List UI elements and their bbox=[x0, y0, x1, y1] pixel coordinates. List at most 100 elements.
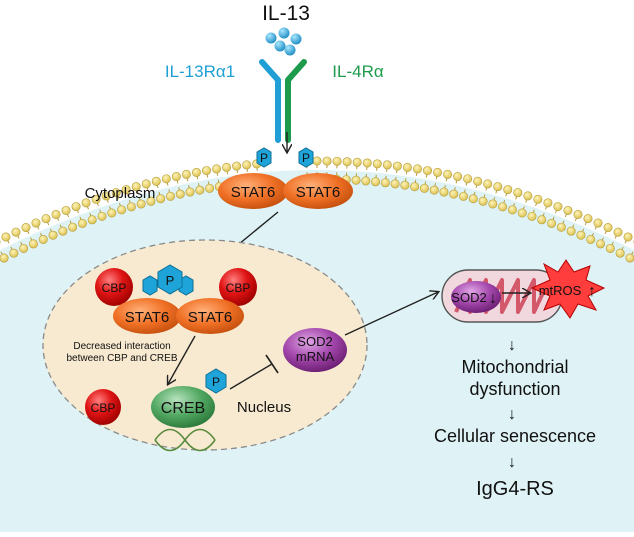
lipid-head bbox=[166, 192, 174, 200]
lipid-head bbox=[401, 181, 409, 189]
lipid-head bbox=[42, 214, 50, 222]
lipid-head bbox=[557, 223, 565, 231]
lipid-head bbox=[538, 216, 546, 224]
lipid-head bbox=[393, 162, 401, 170]
lipid-head bbox=[62, 206, 70, 214]
phospho-label: P bbox=[302, 151, 310, 165]
phospho-label: P bbox=[166, 273, 175, 288]
il13-ligand-particles bbox=[266, 28, 302, 56]
lipid-head bbox=[222, 163, 230, 171]
lipid-head bbox=[0, 254, 8, 262]
lipid-head bbox=[587, 235, 595, 243]
lipid-head bbox=[49, 231, 57, 239]
lipid-head bbox=[518, 209, 526, 217]
lipid-head bbox=[172, 172, 180, 180]
il13ra1-receptor bbox=[262, 62, 278, 140]
lipid-head bbox=[117, 206, 125, 214]
lipid-head bbox=[162, 175, 170, 183]
lipid-head bbox=[29, 240, 37, 248]
lipid-head bbox=[383, 161, 391, 169]
sod2-down-arrow: ↓ bbox=[489, 290, 497, 307]
lipid-head bbox=[362, 177, 370, 185]
lipid-head bbox=[176, 190, 184, 198]
lipid-head bbox=[212, 165, 220, 173]
lipid-head bbox=[564, 206, 572, 214]
lipid-head bbox=[624, 233, 632, 241]
lipid-head bbox=[606, 244, 614, 252]
lipid-head bbox=[108, 209, 116, 217]
sod2-mrna-label-line1: SOD2 bbox=[297, 334, 332, 349]
lipid-head bbox=[68, 223, 76, 231]
lipid-head bbox=[604, 223, 612, 231]
outcome-igg4-rs: IgG4-RS bbox=[476, 478, 554, 500]
lipid-head bbox=[440, 188, 448, 196]
cbp-label: CBP bbox=[91, 401, 116, 415]
stat6-label: STAT6 bbox=[296, 184, 340, 201]
stat6-label: STAT6 bbox=[188, 309, 232, 326]
lipid-head bbox=[489, 200, 497, 208]
lipid-head bbox=[474, 177, 482, 185]
lipid-head bbox=[494, 182, 502, 190]
lipid-head bbox=[567, 227, 575, 235]
lipid-head bbox=[353, 158, 361, 166]
lipid-head bbox=[459, 192, 467, 200]
sod2-label: SOD2 bbox=[451, 290, 486, 305]
lipid-head bbox=[205, 184, 213, 192]
stat6-label: STAT6 bbox=[231, 184, 275, 201]
mtros-up-arrow: ↑ bbox=[588, 283, 596, 300]
lipid-head bbox=[577, 231, 585, 239]
lipid-head bbox=[484, 180, 492, 188]
lipid-head bbox=[420, 184, 428, 192]
outcome-dysfunction: dysfunction bbox=[469, 379, 560, 399]
lipid-head bbox=[182, 170, 190, 178]
lipid-head bbox=[413, 165, 421, 173]
outcome-mitochondrial: Mitochondrial bbox=[461, 357, 568, 377]
lipid-head bbox=[10, 249, 18, 257]
lipid-head bbox=[127, 203, 135, 211]
lipid-head bbox=[614, 228, 622, 236]
cbp-label: CBP bbox=[226, 281, 251, 295]
lipid-head bbox=[554, 202, 562, 210]
lipid-head bbox=[508, 206, 516, 214]
ligand-particle bbox=[291, 34, 302, 45]
lipid-head bbox=[514, 188, 522, 196]
lipid-head bbox=[410, 183, 418, 191]
lipid-head bbox=[584, 214, 592, 222]
lipid-head bbox=[196, 186, 204, 194]
lipid-head bbox=[333, 157, 341, 165]
lipid-head bbox=[2, 233, 10, 241]
phospho-label: P bbox=[260, 151, 268, 165]
lipid-head bbox=[32, 219, 40, 227]
il4ra-receptor bbox=[288, 62, 304, 140]
ligand-particle bbox=[275, 41, 286, 52]
cascade-arrow: ↓ bbox=[508, 454, 516, 471]
lipid-head bbox=[19, 244, 27, 252]
lipid-head bbox=[626, 254, 634, 262]
lipid-head bbox=[371, 178, 379, 186]
ligand-particle bbox=[279, 28, 290, 39]
lipid-head bbox=[430, 186, 438, 194]
lipid-head bbox=[343, 158, 351, 166]
lipid-head bbox=[463, 175, 471, 183]
lipid-head bbox=[547, 219, 555, 227]
lipid-head bbox=[373, 160, 381, 168]
lipid-head bbox=[72, 202, 80, 210]
lipid-head bbox=[192, 168, 200, 176]
lipid-head bbox=[391, 180, 399, 188]
lipid-head bbox=[469, 195, 477, 203]
ligand-label: IL-13 bbox=[262, 2, 310, 25]
lipid-head bbox=[616, 249, 624, 257]
lipid-head bbox=[381, 179, 389, 187]
lipid-head bbox=[352, 176, 360, 184]
lipid-head bbox=[528, 212, 536, 220]
lipid-head bbox=[363, 159, 371, 167]
cytoplasm-label: Cytoplasm bbox=[85, 185, 156, 202]
il13ra1-label: IL-13Rα1 bbox=[165, 62, 235, 81]
lipid-head bbox=[323, 157, 331, 165]
il4ra-label: IL-4Rα bbox=[332, 62, 384, 81]
lipid-head bbox=[202, 166, 210, 174]
lipid-head bbox=[403, 163, 411, 171]
lipid-head bbox=[39, 235, 47, 243]
